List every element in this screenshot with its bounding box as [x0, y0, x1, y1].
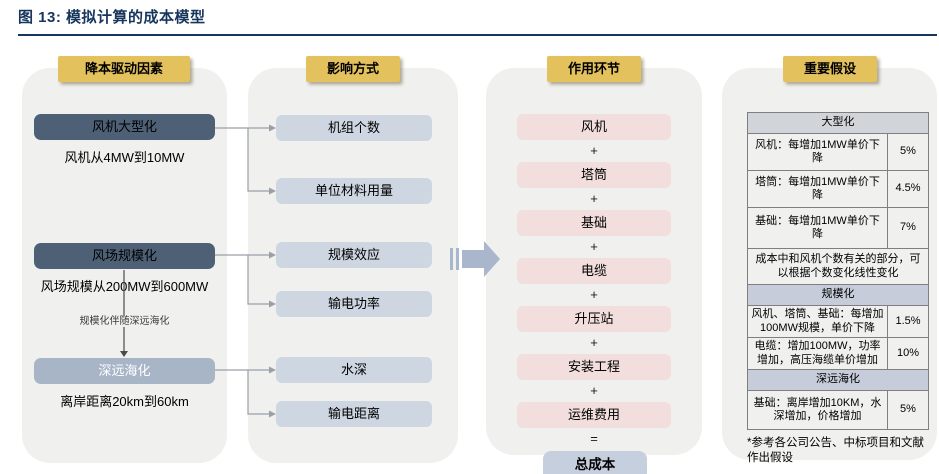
assumption-label: 基础：每增加1MW单价下降 — [747, 207, 888, 249]
figure-title: 图 13: 模拟计算的成本模型 — [18, 9, 206, 26]
title-rule — [18, 34, 937, 36]
method-box-transmission-power: 输电功率 — [276, 291, 432, 317]
method-box-scale-effect: 规模效应 — [276, 242, 432, 268]
table-row: 塔筒：每增加1MW单价下降 4.5% — [747, 170, 929, 208]
table-row: 基础：离岸增加10KM，水深增加，价格增加 5% — [747, 390, 929, 430]
method-box-unit-count: 机组个数 — [276, 115, 432, 141]
table-row: 成本中和风机个数有关的部分，可以根据个数变化线性变化 — [747, 248, 929, 285]
assumption-label: 风机、塔筒、基础：每增加100MW规模，单价下降 — [747, 305, 888, 338]
plus-sign: + — [590, 383, 598, 398]
assumption-value: 10% — [887, 337, 929, 370]
assumption-label: 塔筒：每增加1MW单价下降 — [747, 170, 888, 208]
assumptions-table: 大型化 风机：每增加1MW单价下降 5% 塔筒：每增加1MW单价下降 4.5% … — [747, 112, 929, 430]
plus-sign: + — [590, 191, 598, 206]
plus-sign: + — [590, 287, 598, 302]
table-footnote: *参考各公司公告、中标项目和文献作出假设 — [747, 437, 924, 464]
driver-note-deep-sea: 离岸距离20km到60km — [60, 394, 189, 409]
total-cost-box: 总成本 — [543, 451, 647, 474]
section-header-deep-sea: 深远海化 — [747, 369, 929, 391]
segment-box-foundation: 基础 — [517, 210, 671, 236]
equals-sign: = — [590, 431, 598, 446]
plus-sign: + — [590, 335, 598, 350]
header-badge-methods: 影响方式 — [306, 56, 400, 82]
segment-box-substation: 升压站 — [517, 306, 671, 332]
assumption-value: 7% — [887, 207, 929, 249]
table-row: 电缆：增加100MW，功率增加，高压海缆单价增加 10% — [747, 337, 929, 370]
segment-box-tower: 塔筒 — [517, 162, 671, 188]
assumption-note: 成本中和风机个数有关的部分，可以根据个数变化线性变化 — [747, 248, 929, 285]
down-arrow-label: 规模化伴随深远海化 — [22, 312, 227, 327]
table-row: 大型化 — [747, 112, 929, 134]
plus-sign: + — [590, 239, 598, 254]
plus-sign: + — [590, 143, 598, 158]
segment-box-turbine: 风机 — [517, 114, 671, 140]
driver-note-turbine: 风机从4MW到10MW — [64, 150, 185, 165]
assumption-label: 风机：每增加1MW单价下降 — [747, 133, 888, 171]
driver-box-farm-scale: 风场规模化 — [34, 243, 215, 269]
table-row: 基础：每增加1MW单价下降 7% — [747, 207, 929, 249]
assumption-label: 电缆：增加100MW，功率增加，高压海缆单价增加 — [747, 337, 888, 370]
method-box-material-usage: 单位材料用量 — [276, 178, 432, 204]
header-badge-assumptions: 重要假设 — [783, 56, 877, 82]
driver-box-deep-sea: 深远海化 — [34, 358, 215, 384]
segment-box-installation: 安装工程 — [517, 354, 671, 380]
assumption-value: 1.5% — [887, 305, 929, 338]
section-header-upsizing: 大型化 — [747, 112, 929, 134]
assumption-value: 5% — [887, 133, 929, 171]
segment-box-om-cost: 运维费用 — [517, 402, 671, 428]
table-row: 深远海化 — [747, 369, 929, 391]
section-header-scaling: 规模化 — [747, 284, 929, 306]
down-arrow-label-text: 规模化伴随深远海化 — [76, 316, 173, 327]
method-box-water-depth: 水深 — [276, 357, 432, 383]
header-badge-drivers: 降本驱动因素 — [58, 56, 190, 82]
assumption-label: 基础：离岸增加10KM，水深增加，价格增加 — [747, 390, 888, 430]
header-badge-segments: 作用环节 — [547, 56, 641, 82]
table-row: 规模化 — [747, 284, 929, 306]
driver-box-turbine-upsizing: 风机大型化 — [34, 114, 215, 140]
method-box-transmission-distance: 输电距离 — [276, 401, 432, 427]
assumption-value: 5% — [887, 390, 929, 430]
table-row: 风机：每增加1MW单价下降 5% — [747, 133, 929, 171]
driver-note-farm-scale: 风场规模从200MW到600MW — [40, 279, 209, 294]
table-row: 风机、塔筒、基础：每增加100MW规模，单价下降 1.5% — [747, 305, 929, 338]
assumption-value: 4.5% — [887, 170, 929, 208]
segment-box-cable: 电缆 — [517, 258, 671, 284]
